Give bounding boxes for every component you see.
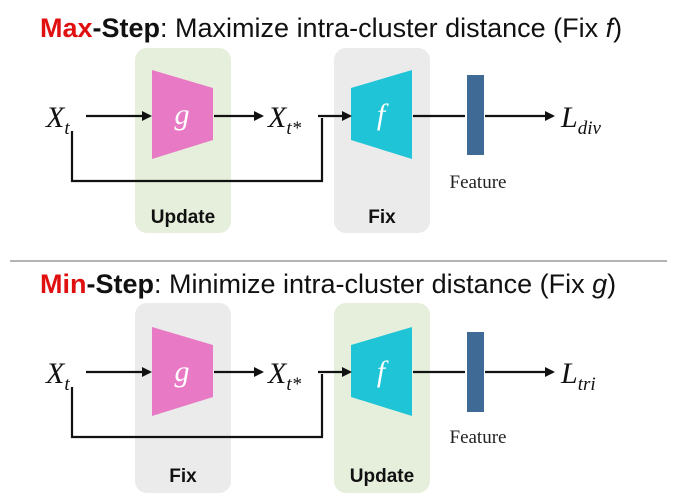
min-skip-connection — [70, 374, 324, 439]
max-step-keyword: Max — [40, 13, 93, 43]
max-mid-xt-star: Xt* — [267, 101, 302, 139]
min-output-ltri: Ltri — [560, 357, 596, 395]
max-fix-label: Fix — [368, 207, 396, 228]
max-output-ldiv: Ldiv — [560, 101, 601, 139]
min-update-label: Update — [350, 466, 414, 487]
min-feature-label: Feature — [450, 427, 507, 448]
min-fix-label: Fix — [169, 466, 197, 487]
max-feature-label: Feature — [450, 172, 507, 193]
min-f-module — [351, 327, 412, 416]
min-g-label: g — [175, 355, 190, 388]
max-skip-connection — [70, 118, 324, 183]
max-g-module — [152, 70, 213, 159]
max-g-label: g — [175, 98, 190, 131]
max-step-title: Max-Step: Maximize intra-cluster distanc… — [40, 13, 622, 43]
max-update-label: Update — [151, 207, 215, 228]
min-input-xt: Xt — [45, 357, 70, 395]
min-step-title: Min-Step: Minimize intra-cluster distanc… — [40, 269, 616, 299]
max-f-module — [351, 70, 412, 159]
min-feature-bar — [467, 332, 484, 412]
min-g-module — [152, 327, 213, 416]
max-step-panel: Max-Step: Maximize intra-cluster distanc… — [40, 13, 622, 233]
min-step-panel: Min-Step: Minimize intra-cluster distanc… — [40, 269, 616, 493]
min-step-keyword: Min — [40, 269, 87, 299]
max-input-xt: Xt — [45, 101, 70, 139]
min-mid-xt-star: Xt* — [267, 357, 302, 395]
max-feature-bar — [467, 75, 484, 155]
